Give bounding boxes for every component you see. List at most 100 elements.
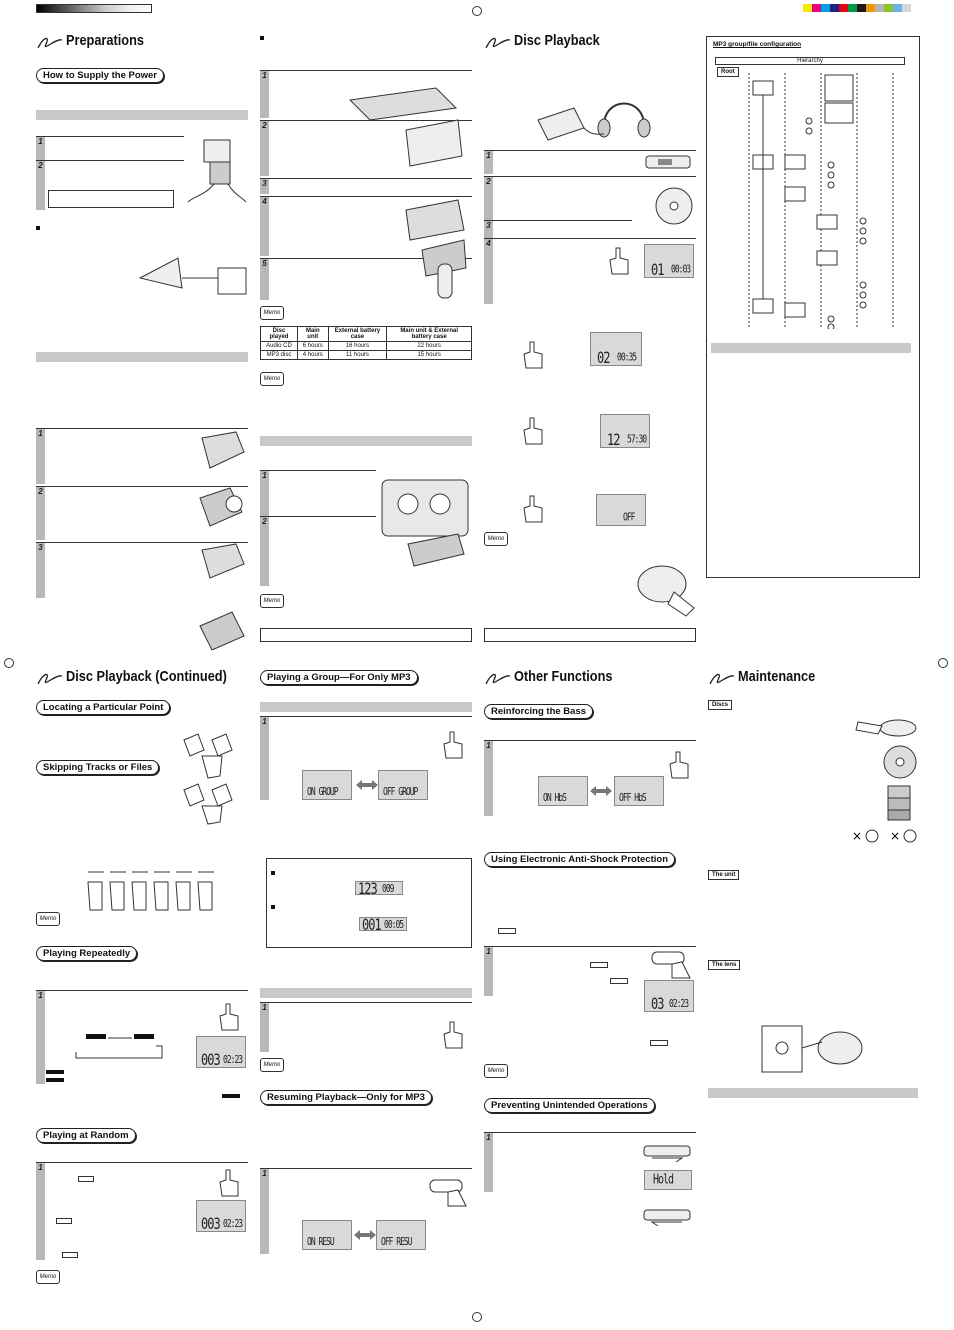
- gray-scale-bar: [36, 4, 152, 13]
- section-title-maintenance: Maintenance: [738, 668, 816, 685]
- step-block: 1: [484, 946, 696, 996]
- press-button-hand-icon: [651, 951, 691, 979]
- lcd-display: Hold: [644, 1170, 692, 1190]
- external-battery-case-illustration: [348, 87, 467, 277]
- mode-button-outline: [650, 1040, 668, 1046]
- gray-bar: [711, 343, 911, 353]
- color-swatch: [866, 4, 875, 12]
- registration-mark-bottom: [472, 1312, 482, 1322]
- section-title-other-functions: Other Functions: [514, 668, 613, 685]
- sequence-hands-illustration: [87, 871, 214, 911]
- gray-bar: [36, 352, 248, 362]
- step-block: 1: [260, 716, 472, 800]
- color-swatch: [803, 4, 812, 12]
- color-swatch: [848, 4, 857, 12]
- disc-care-illustration: ××: [852, 719, 917, 843]
- signature-logo-icon: [37, 673, 63, 685]
- subhead-bass: Reinforcing the Bass: [484, 704, 594, 719]
- press-hand-icon: [523, 417, 543, 445]
- memo-icon: Memo: [36, 1270, 60, 1284]
- indicator-bar: [46, 1078, 64, 1082]
- gray-bar: [36, 110, 248, 120]
- lcd-display: 02 00:35: [590, 332, 642, 367]
- registration-mark-right: [938, 658, 948, 668]
- memo-icon: Memo: [260, 594, 284, 608]
- battery-cover-illustration: [199, 431, 245, 579]
- mode-button-outline: [62, 1252, 78, 1258]
- table-header: External battery case: [327, 326, 388, 342]
- toggle-arrow-icon: [356, 780, 378, 790]
- mode-button-outline: [56, 1218, 72, 1224]
- step-block: 5: [260, 258, 472, 300]
- svg-text:×: ×: [852, 829, 862, 843]
- root-label: Root: [717, 67, 739, 77]
- battery-insert-illustration: [199, 611, 245, 651]
- press-hand-icon: [219, 1003, 239, 1031]
- ac-adaptor-illustration: [184, 136, 248, 206]
- section-title-disc-playback-continued: Disc Playback (Continued): [66, 668, 227, 685]
- press-button-hand-icon: [429, 1179, 467, 1207]
- step-block: 3: [484, 220, 632, 238]
- lcd-display: OFF RESU: [376, 1220, 426, 1250]
- skip-buttons-hands-illustration: [183, 733, 233, 825]
- lcd-display: OFF GROUP: [378, 770, 428, 800]
- bullet: [271, 905, 275, 909]
- color-swatch: [902, 4, 911, 12]
- subhead-random: Playing at Random: [36, 1128, 136, 1143]
- subhead-locating: Locating a Particular Point: [36, 700, 171, 715]
- connection-illustration: [138, 248, 248, 298]
- press-hand-icon: [443, 1021, 463, 1049]
- bullet: [36, 226, 40, 230]
- note-box: [484, 628, 696, 642]
- mp3-config-panel: MP3 group/file configuration Hierarchy R…: [706, 36, 920, 578]
- step-block: 1: [260, 70, 472, 118]
- signature-logo-icon: [485, 37, 511, 49]
- label-discs: Discs: [708, 700, 733, 710]
- memo-icon: Memo: [484, 532, 508, 546]
- label-lens: The lens: [708, 960, 741, 970]
- lcd-display: 123 009: [355, 880, 403, 898]
- step-block: 2: [36, 486, 248, 540]
- hold-release-illustration: [643, 1209, 691, 1226]
- step-block: 3: [36, 542, 248, 598]
- color-swatch: [830, 4, 839, 12]
- table-header: Main unit: [296, 326, 329, 342]
- color-swatch: [857, 4, 866, 12]
- memo-icon: Memo: [484, 1064, 508, 1078]
- toggle-arrow-icon: [354, 1230, 376, 1240]
- lcd-display: ON HbS: [538, 776, 588, 806]
- gray-bar: [260, 436, 472, 446]
- signature-logo-icon: [709, 673, 735, 685]
- color-swatch: [821, 4, 830, 12]
- lens-cleaning-illustration: [761, 1025, 863, 1073]
- indicator-bar: [222, 1094, 240, 1098]
- table-row: MP3 disc 4 hours 11 hours 15 hours: [260, 350, 472, 360]
- subhead-resume: Resuming Playback—Only for MP3: [260, 1090, 432, 1105]
- step-block: 1: [484, 1132, 696, 1192]
- lcd-display: OFF: [596, 494, 646, 526]
- section-title-preparations: Preparations: [66, 32, 144, 49]
- lcd-display: ON GROUP: [302, 770, 352, 800]
- press-hand-icon: [609, 247, 629, 275]
- gray-bar: [260, 702, 472, 712]
- mode-button-outline: [78, 1176, 94, 1182]
- color-swatch: [875, 4, 884, 12]
- note-box: [260, 628, 472, 642]
- toggle-arrow-icon: [590, 786, 612, 796]
- lcd-display: 003 02:23: [196, 1200, 246, 1233]
- subhead-supply-power: How to Supply the Power: [36, 68, 165, 83]
- signature-logo-icon: [485, 673, 511, 685]
- hold-switch-illustration: [643, 1145, 691, 1162]
- car-adapter-illustration: [381, 479, 469, 567]
- memo-icon: Memo: [260, 1058, 284, 1072]
- press-hand-icon: [219, 1169, 239, 1197]
- lcd-display: 001 00:05: [359, 916, 407, 934]
- table-header: Disc played: [260, 326, 298, 342]
- color-swatch: [812, 4, 821, 12]
- disc-removal-illustration: [637, 565, 695, 617]
- step-block: 1: [260, 1002, 472, 1052]
- repeat-mode-diagram: [75, 1034, 163, 1059]
- lcd-display: ON RESU: [302, 1220, 352, 1250]
- lcd-display: 01 00:03: [644, 244, 694, 279]
- step-block: 2: [260, 120, 472, 176]
